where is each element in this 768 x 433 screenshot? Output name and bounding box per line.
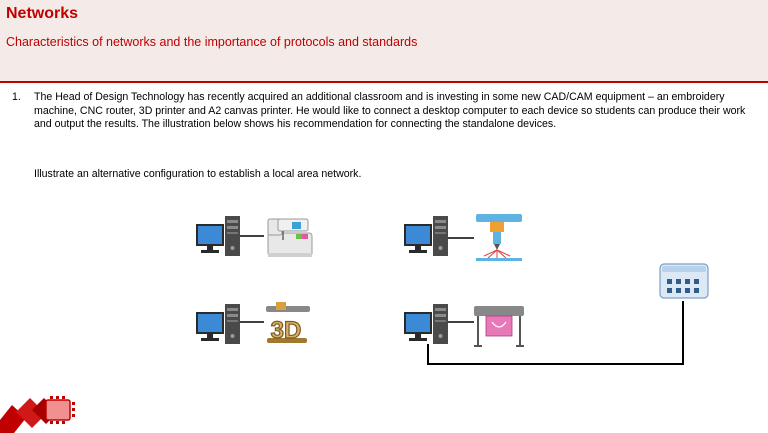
header-banner: Networks Characteristics of networks and… [0,0,768,83]
canvas-printer-icon [474,306,524,347]
question-number: 1. [12,91,21,103]
desktop-computer-1-icon [196,216,240,256]
3d-printer-icon: 3D [266,302,310,345]
cnc-router-icon [476,214,522,261]
switch-cable [427,301,684,365]
desktop-computer-2-icon [404,216,448,256]
desktop-computer-3-icon [196,304,240,344]
embroidery-machine-icon [267,218,313,257]
page-title: Networks [6,5,79,22]
question-text: The Head of Design Technology has recent… [34,91,746,131]
network-switch-icon [659,263,709,299]
question-task: Illustrate an alternative configuration … [34,168,362,180]
desktop-computer-4-icon [404,304,448,344]
page-subtitle: Characteristics of networks and the impo… [6,35,418,49]
3d-printer-label: 3D [271,317,302,344]
logo-icon [0,396,75,433]
